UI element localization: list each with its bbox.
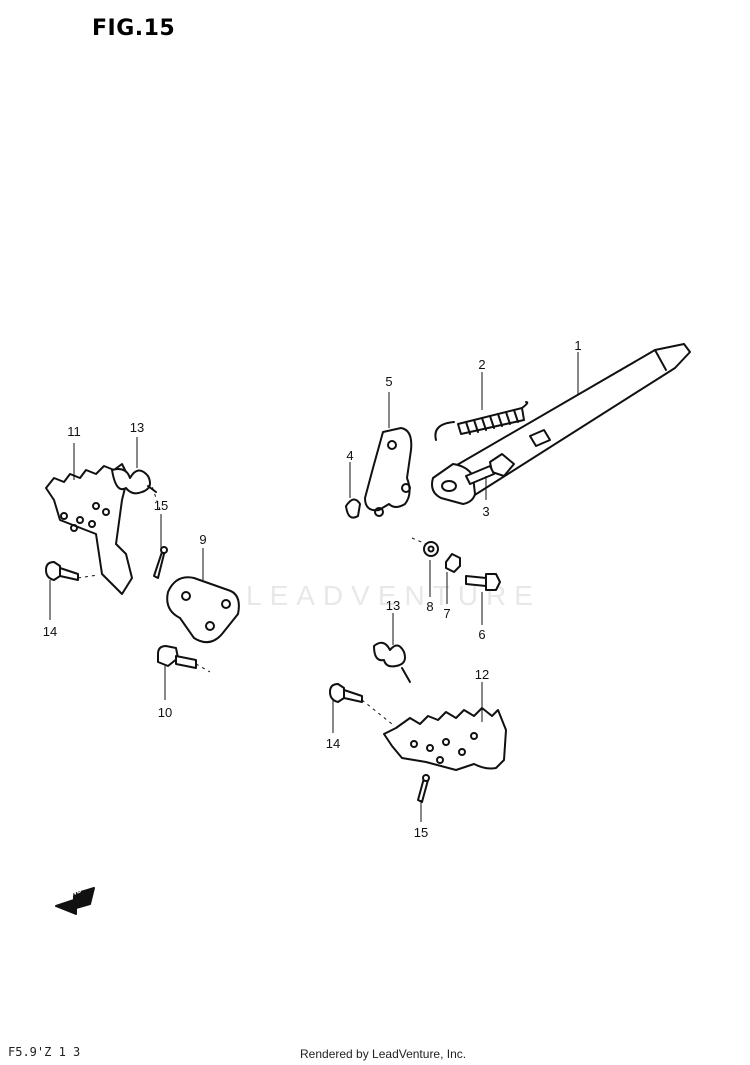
callout-12: 12 — [474, 667, 490, 682]
part-washer-8 — [423, 541, 439, 557]
part-footrest-right — [383, 707, 507, 771]
callout-15-right: 15 — [413, 825, 429, 840]
part-pin-15-left — [153, 546, 168, 579]
callout-6: 6 — [478, 627, 486, 642]
part-bracket — [364, 427, 413, 517]
callout-7: 7 — [443, 606, 451, 621]
fwd-arrow-icon — [55, 887, 95, 915]
part-spring-13-right — [373, 641, 411, 683]
callout-1: 1 — [574, 338, 582, 353]
part-bolt-3 — [465, 453, 515, 485]
part-pin-14-right — [329, 683, 363, 703]
callout-13-left: 13 — [129, 420, 145, 435]
callout-5: 5 — [385, 374, 393, 389]
callout-15-left: 15 — [153, 498, 169, 513]
part-spring — [434, 401, 529, 441]
callout-9: 9 — [199, 532, 207, 547]
callout-14-left: 14 — [42, 624, 58, 639]
callout-2: 2 — [478, 357, 486, 372]
callout-8: 8 — [426, 599, 434, 614]
figure-title: FIG.15 — [92, 16, 176, 41]
part-clip-4 — [345, 498, 361, 519]
callout-10: 10 — [157, 705, 173, 720]
footer-credit: Rendered by LeadVenture, Inc. — [300, 1047, 467, 1061]
part-bracket-9 — [166, 576, 240, 644]
callout-13-right: 13 — [385, 598, 401, 613]
part-pin-14-left — [45, 561, 79, 581]
part-bolt-10 — [157, 645, 197, 669]
callout-3: 3 — [482, 504, 490, 519]
footer-code: F5.9'Z 1 3 — [8, 1045, 81, 1059]
callout-4: 4 — [346, 448, 354, 463]
part-bolt-6 — [465, 573, 501, 591]
part-spring-13-left — [111, 468, 157, 495]
callout-11: 11 — [67, 424, 81, 439]
callout-14-right: 14 — [325, 736, 341, 751]
part-nut-7 — [445, 553, 461, 573]
part-pin-15-right — [417, 774, 430, 803]
